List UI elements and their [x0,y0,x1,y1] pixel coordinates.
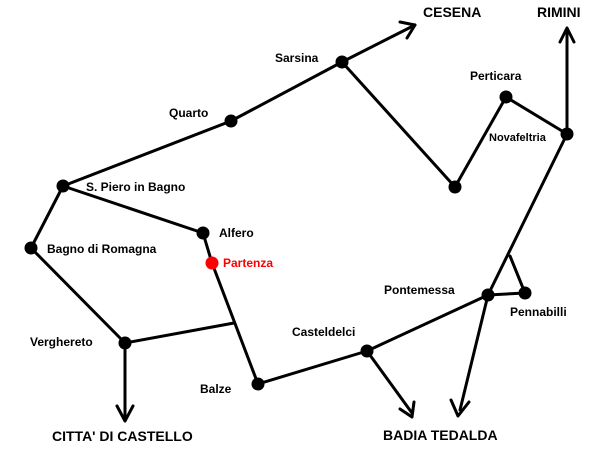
label-pennabilli: Pennabilli [510,305,567,319]
label-pontemessa: Pontemessa [384,283,455,297]
label-casteldelci: Casteldelci [292,325,355,339]
label-sarsina: Sarsina [275,51,319,65]
label-rimini: RIMINI [537,4,581,20]
road-sanpiero-alfero [61,184,205,235]
node-novafeltria [560,127,574,141]
node-pontemessa [481,288,495,302]
label-perticara: Perticara [470,69,522,83]
road-pontemessa-badia [458,293,490,412]
road-verghereto-crossroad [123,321,236,345]
node-s-piero [56,179,70,193]
node-junction [448,180,462,194]
arrow-cesena-icon [398,20,417,40]
labels: CESENA RIMINI Sarsina Perticara Quarto N… [30,4,581,444]
nodes [24,55,574,391]
road-casteldelci-badia [365,349,414,415]
arrow-citta-icon [115,404,135,423]
node-sarsina [335,55,349,69]
label-badia-tedalda: BADIA TEDALDA [383,427,498,443]
road-casteldelci-pontemessa [365,293,490,353]
label-quarto: Quarto [169,106,208,120]
node-pennabilli [518,286,532,300]
arrowheads [115,20,576,423]
node-quarto [224,114,238,128]
road-pennabilli-link [508,254,527,295]
label-balze: Balze [200,382,232,396]
label-partenza: Partenza [223,256,273,270]
road-bagno-verghereto [29,246,127,345]
node-casteldelci [360,344,374,358]
roads [29,23,569,420]
label-s-piero: S. Piero in Bagno [86,180,185,194]
road-sanpiero-bagno [29,184,65,250]
node-partenza [205,256,219,270]
node-alfero [196,226,210,240]
road-sanpiero-quarto-sarsina [61,60,344,188]
node-perticara [499,90,513,104]
label-bagno: Bagno di Romagna [47,242,157,256]
road-sarsina-junction [340,60,457,189]
road-balze-casteldelci [256,349,369,386]
road-sarsina-cesena [340,23,417,64]
label-citta-di-castello: CITTA' DI CASTELLO [52,428,193,444]
node-balze [251,377,265,391]
label-cesena: CESENA [423,4,481,20]
node-bagno [24,241,38,255]
arrow-badia-casteldelci-icon [398,400,416,419]
label-verghereto: Verghereto [30,335,93,349]
road-novafeltria-pontemessa [486,132,569,297]
arrow-badia-pontemessa-icon [449,398,471,418]
arrow-rimini-icon [558,26,576,44]
label-alfero: Alfero [219,226,254,240]
label-novafeltria: Novafeltria [489,132,547,144]
node-verghereto [118,336,132,350]
